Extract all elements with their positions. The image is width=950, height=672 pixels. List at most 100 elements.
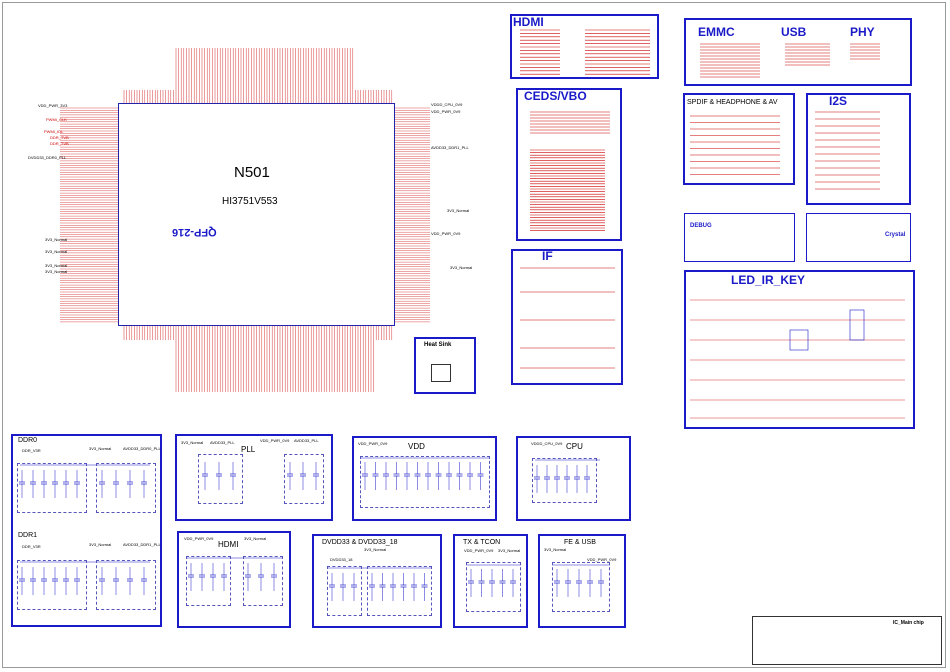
- net-left-9: 3V3_Normal: [45, 249, 68, 254]
- emmc-usb-phy-section: [684, 18, 912, 86]
- net-left-0: VDD_PWR_3V3: [38, 103, 68, 108]
- if-title: IF: [542, 249, 553, 263]
- crystal-title: Crystal: [885, 232, 906, 238]
- net-right-0: VDDD_CPU_0V9: [431, 102, 463, 107]
- dvdd-section: [312, 534, 442, 628]
- chip-part-number: HI3751V553: [222, 196, 278, 207]
- crystal-section: [806, 213, 911, 262]
- tx-net-1: 3V3_Normal: [498, 548, 521, 553]
- net-left-7: DDR_TVB: [50, 141, 69, 146]
- chip-designator: N501: [234, 164, 270, 181]
- ir-receiver-symbol: [789, 329, 809, 351]
- dvdd-net-1: 3V3_Normal: [364, 547, 387, 552]
- cpu-section: [516, 436, 631, 521]
- title-block: [752, 616, 942, 665]
- debug-section: [684, 213, 795, 262]
- pll-title: PLL: [241, 445, 256, 454]
- net-left-1: DVDD33_DDR0_PLL: [28, 155, 67, 160]
- i2s-section: [806, 93, 911, 205]
- hdmi-net-0: VDD_PWR_0V9: [184, 536, 214, 541]
- title-block-name: IC_Main chip: [893, 620, 924, 626]
- pll-net-1: AVDD33_PLL: [210, 440, 235, 445]
- led-ir-key-section: [684, 270, 915, 429]
- led-ir-key-title: LED_IR_KEY: [731, 273, 806, 287]
- hdmi-bottom-title: HDMI: [218, 540, 239, 549]
- cpu-title: CPU: [566, 442, 583, 451]
- tx-cap-group: [466, 562, 521, 612]
- pll-section: [175, 434, 333, 521]
- net-right-4: 3V3_Normal: [447, 208, 470, 213]
- fe-usb-title: FE & USB: [564, 539, 596, 546]
- cpu-net: VDDD_CPU_0V9: [531, 441, 563, 446]
- cpu-cap-group: [532, 458, 597, 503]
- net-left-4: 3V3_Normal: [45, 269, 68, 274]
- spdif-section: [683, 93, 795, 185]
- ddr1-net-2: AVDD33_DDR1_PLL: [123, 542, 161, 547]
- tx-tcon-section: [453, 534, 528, 628]
- pll-group-b: [284, 454, 324, 504]
- spdif-title: SPDIF & HEADPHONE & AV: [687, 99, 778, 106]
- heat-sink-symbol: [431, 364, 451, 382]
- main-chip-body: [118, 103, 395, 326]
- hdmi-cap-group-a: [186, 556, 231, 606]
- chip-package: QFP-216: [172, 226, 217, 238]
- vdd-cap-group: [360, 456, 490, 508]
- net-left-5: PWMI_CLK: [46, 117, 67, 122]
- vdd-title: VDD: [408, 442, 425, 451]
- ddr0-filter-group: [96, 463, 156, 513]
- net-right-5: 3V3_Normal: [450, 265, 473, 270]
- dvdd-net-0: DVDD33_18: [330, 557, 353, 562]
- ceds-vbo-section: [516, 88, 622, 241]
- if-section: [511, 249, 623, 385]
- ddr1-net-0: DDR_V3R: [22, 544, 41, 549]
- net-left-2: 3V3_Normal: [45, 237, 68, 242]
- net-right-1: VDD_PWR_0V9: [431, 109, 461, 114]
- pll-net-3: AVDD33_PLL: [294, 438, 319, 443]
- ddr0-net-0: DDR_V3R: [22, 448, 41, 453]
- hdmi-cap-group-b: [243, 556, 283, 606]
- fe-cap-group: [552, 562, 610, 612]
- dvdd-cap-group-b: [367, 566, 432, 616]
- hdmi-bottom-section: [177, 531, 291, 628]
- pll-net-2: VDD_PWR_0V9: [260, 438, 290, 443]
- i2s-title: I2S: [829, 94, 848, 108]
- fe-net-1: VDD_PWR_0V9: [587, 557, 617, 562]
- led-connector-symbol: [849, 309, 865, 341]
- dvdd-cap-group-a: [327, 566, 362, 616]
- net-left-6: DDR_TVB: [50, 135, 69, 140]
- phy-title: PHY: [850, 25, 875, 39]
- vdd-net: VDD_PWR_0V9: [358, 441, 388, 446]
- ddr1-cap-group: [17, 560, 87, 610]
- net-left-8: PWMI_IDL: [44, 129, 64, 134]
- vdd-section: [352, 436, 497, 521]
- ddr0-net-1: 3V3_Normal: [89, 446, 112, 451]
- hdmi-top-title: HDMI: [513, 15, 544, 29]
- dvdd-title: DVDD33 & DVDD33_18: [322, 539, 398, 546]
- debug-title: DEBUG: [690, 223, 712, 229]
- ddr0-cap-group: [17, 463, 87, 513]
- tx-tcon-title: TX & TCON: [463, 539, 501, 546]
- pll-net-0: 3V3_Normal: [181, 440, 204, 445]
- net-left-3: 3V3_Normal: [45, 263, 68, 268]
- heat-sink-section: [414, 337, 476, 394]
- net-right-2: AVDD33_DDR1_PLL: [431, 145, 469, 150]
- hdmi-top-section: [510, 14, 659, 79]
- fe-net-0: 3V3_Normal: [544, 547, 567, 552]
- ceds-vbo-title: CEDS/VBO: [524, 89, 587, 103]
- emmc-title: EMMC: [698, 25, 735, 39]
- ddr1-title: DDR1: [18, 532, 38, 539]
- pll-group-a: [198, 454, 243, 504]
- ddr0-title: DDR0: [18, 437, 38, 444]
- ddr1-net-1: 3V3_Normal: [89, 542, 112, 547]
- ddr-section: [11, 434, 162, 627]
- ddr0-net-2: AVDD33_DDR0_PLL: [123, 446, 161, 451]
- fe-usb-section: [538, 534, 626, 628]
- tx-net-0: VDD_PWR_0V9: [464, 548, 494, 553]
- usb-title: USB: [781, 25, 807, 39]
- heat-sink-title: Heat Sink: [424, 342, 452, 348]
- ddr1-filter-group: [96, 560, 156, 610]
- net-right-3: VDD_PWR_0V9: [431, 231, 461, 236]
- hdmi-net-1: 3V3_Normal: [244, 536, 267, 541]
